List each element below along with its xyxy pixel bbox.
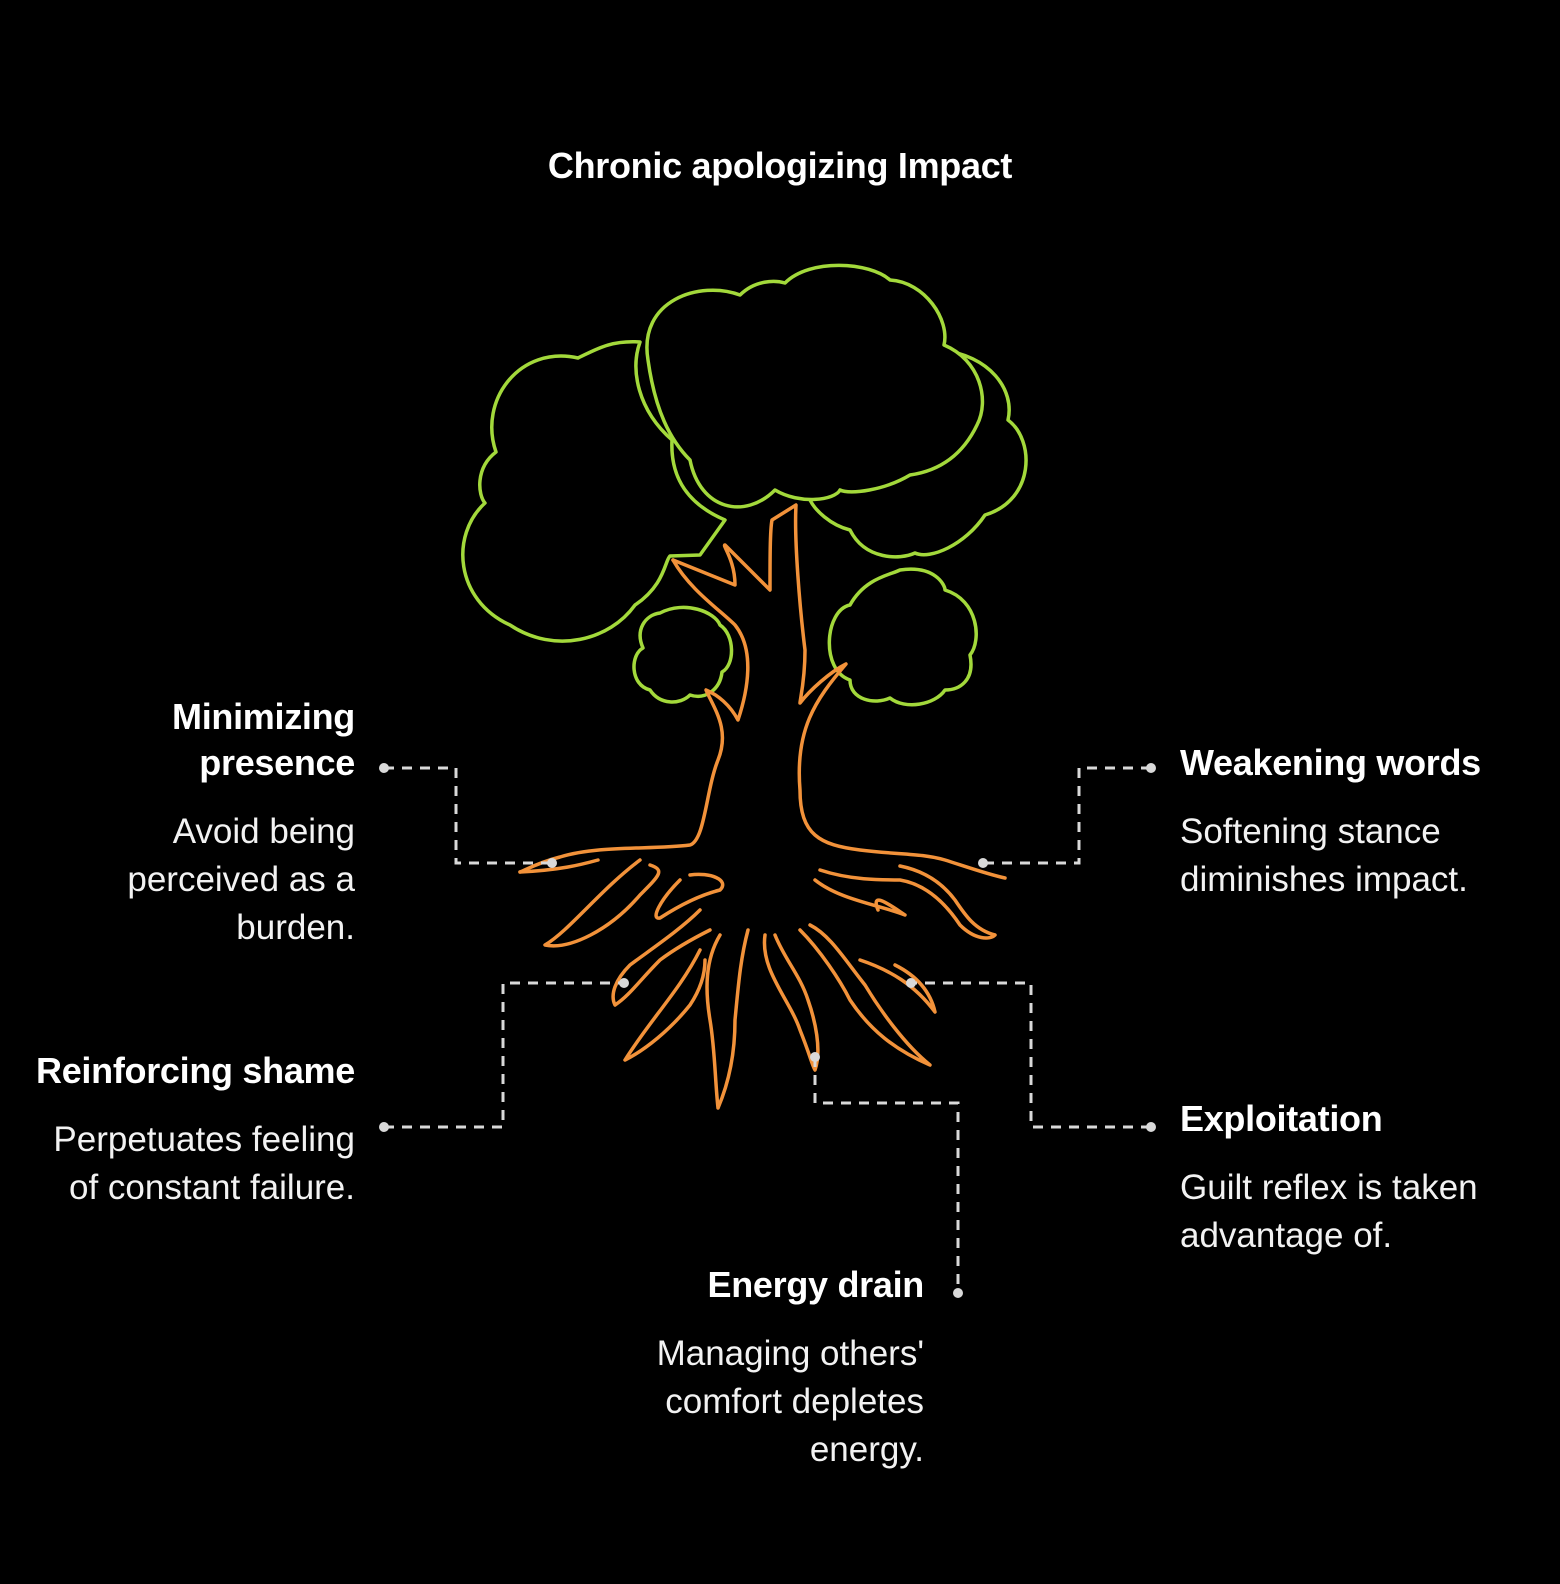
- impact-description: Managing others' comfort depletes energy…: [656, 1334, 924, 1469]
- impact-description: Perpetuates feeling of constant failure.: [53, 1120, 355, 1207]
- connector-weakening: [983, 766, 1151, 865]
- dot-exploitation-tree: [906, 978, 916, 988]
- dot-reinforcing-tree: [619, 978, 629, 988]
- dot-weakening-tree: [978, 858, 988, 868]
- canopy-left-cloud: [461, 340, 727, 643]
- dot-energy-label: [953, 1288, 963, 1298]
- impact-description: Softening stance diminishes impact.: [1180, 812, 1468, 899]
- canopy-left-small-cloud: [632, 605, 734, 704]
- impact-heading: Weakening words: [1180, 742, 1481, 783]
- impact-description: Avoid being perceived as a burden.: [127, 812, 355, 947]
- diagram-title: Chronic apologizing Impact: [547, 145, 1013, 186]
- impact-weakening-words: Weakening words Softening stance diminis…: [1180, 740, 1540, 904]
- connectors: [384, 766, 1151, 1293]
- tree-trunk: [518, 503, 1007, 1110]
- connector-reinforcing: [384, 981, 624, 1129]
- tree-canopy: [461, 263, 1028, 707]
- canopy-right-small-cloud: [827, 567, 978, 707]
- dot-energy-tree: [810, 1052, 820, 1062]
- impact-heading: Minimizing presence: [172, 696, 355, 783]
- impact-exploitation: Exploitation Guilt reflex is taken advan…: [1180, 1096, 1520, 1260]
- dot-exploitation-label: [1146, 1122, 1156, 1132]
- impact-heading: Energy drain: [707, 1264, 925, 1305]
- dot-minimizing-label: [379, 763, 389, 773]
- dot-reinforcing-label: [379, 1122, 389, 1132]
- impact-reinforcing-shame: Reinforcing shame Perpetuates feeling of…: [35, 1048, 355, 1212]
- canopy-center-cloud: [645, 263, 985, 509]
- connector-dots: [379, 763, 1156, 1298]
- connector-energy: [813, 1057, 960, 1293]
- impact-heading: Exploitation: [1180, 1098, 1383, 1139]
- impact-minimizing-presence: Minimizing presence Avoid being perceive…: [35, 694, 355, 952]
- dot-minimizing-tree: [547, 858, 557, 868]
- dot-weakening-label: [1146, 763, 1156, 773]
- connector-minimizing: [384, 766, 552, 865]
- impact-energy-drain: Energy drain Managing others' comfort de…: [584, 1262, 925, 1474]
- impact-description: Guilt reflex is taken advantage of.: [1180, 1168, 1478, 1255]
- connector-exploitation: [911, 981, 1151, 1129]
- impact-heading: Reinforcing shame: [36, 1050, 355, 1091]
